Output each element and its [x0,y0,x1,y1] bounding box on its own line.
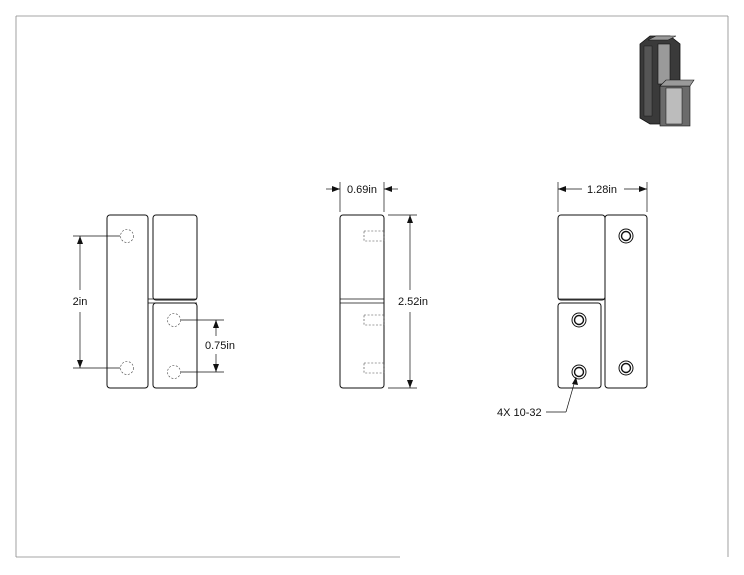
hidden-hole [167,365,181,379]
dimension-height: 2.52in [388,214,428,389]
hidden-hole [120,229,134,243]
dimension-hole-spacing: 2in [73,235,120,369]
dimension-label: 0.75in [205,340,235,352]
dimension-width: 1.28in [557,182,648,212]
dimension-hole-spacing-short: 0.75in [181,319,235,373]
dimension-label: 1.28in [587,184,617,196]
callout-label: 4X 10-32 [497,407,542,419]
tapped-hole [618,228,634,244]
dimension-thickness: 0.69in [326,182,398,212]
isometric-view [639,35,695,127]
tapped-hole [571,364,587,380]
tapped-hole [571,312,587,328]
dimension-label: 2in [73,296,88,308]
sheet-frame [15,15,729,558]
side-view: 0.69in 2.52in [326,182,428,389]
thread-callout: 4X 10-32 [497,376,578,419]
hidden-hole [167,313,181,327]
dimension-label: 0.69in [347,184,377,196]
back-view: 1.28in 4X 10-32 [497,182,648,419]
hidden-thread [363,314,385,326]
tapped-hole [618,360,634,376]
dimension-label: 2.52in [398,296,428,308]
hidden-thread [363,362,385,374]
hidden-thread [363,230,385,242]
front-view: 2in 0.75in [73,214,235,389]
hidden-hole [120,361,134,375]
